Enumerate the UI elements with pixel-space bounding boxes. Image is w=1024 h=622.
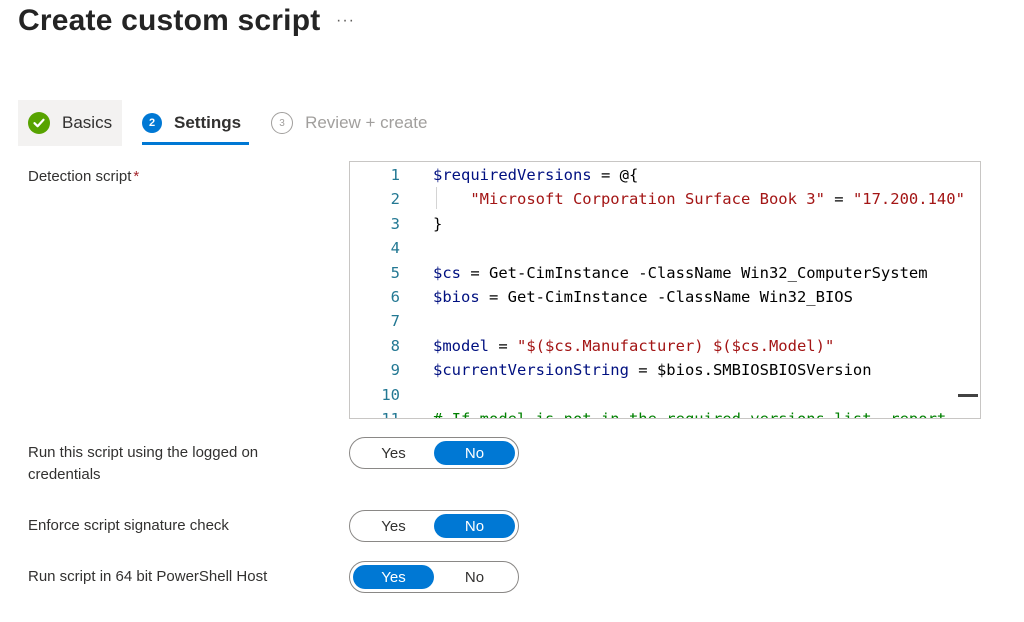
line-number: 9	[390, 361, 400, 380]
page-title: Create custom script	[18, 4, 321, 37]
detection-script-label: Detection script*	[28, 166, 139, 188]
line-number: 11	[381, 410, 400, 419]
code-text: $cs = Get-CimInstance -ClassName Win32_C…	[433, 263, 928, 282]
more-options-button[interactable]: ···	[336, 12, 355, 29]
code-text: # If model is not in the required versio…	[433, 410, 947, 419]
code-line: 8 $model = "$($cs.Manufacturer) $($cs.Mod…	[350, 334, 980, 358]
toggle-no-option[interactable]: No	[464, 568, 485, 586]
scroll-indicator[interactable]	[958, 394, 978, 397]
step-number-badge: 2	[142, 113, 162, 133]
toggle-logged-on-credentials[interactable]: Yes No	[349, 437, 519, 469]
line-number: 8	[390, 336, 400, 355]
line-number: 3	[390, 214, 400, 233]
option-label-64bit-host: Run script in 64 bit PowerShell Host	[28, 568, 268, 585]
step-basics-label: Basics	[62, 113, 113, 132]
line-number: 4	[390, 239, 400, 258]
line-number: 10	[381, 385, 400, 404]
option-label-logged-on-credentials: Run this script using the logged on cred…	[28, 444, 259, 483]
step-basics[interactable]: Basics	[18, 100, 122, 146]
line-number: 5	[390, 263, 400, 282]
toggle-yes-option[interactable]: Yes	[381, 444, 406, 462]
line-number: 7	[390, 312, 400, 331]
code-line: 11 # If model is not in the required vers…	[350, 407, 980, 419]
step-settings[interactable]: 2 Settings	[134, 100, 250, 146]
script-editor[interactable]: 1 $requiredVersions = @{ 2 "Microsoft Corp…	[349, 161, 981, 419]
toggle-signature-check[interactable]: Yes No	[349, 510, 519, 542]
code-line: 4	[350, 236, 980, 260]
line-number: 2	[390, 190, 400, 209]
code-line: 9 $currentVersionString = $bios.SMBIOSBIO…	[350, 358, 980, 382]
code-line: 7	[350, 309, 980, 333]
required-indicator: *	[133, 168, 140, 185]
code-text: }	[433, 214, 443, 233]
code-line: 1 $requiredVersions = @{	[350, 163, 980, 187]
code-text: "Microsoft Corporation Surface Book 3" =…	[470, 190, 965, 209]
code-line: 5 $cs = Get-CimInstance -ClassName Win32_…	[350, 261, 980, 285]
option-label-signature-check: Enforce script signature check	[28, 517, 229, 534]
indent-guide	[436, 187, 437, 209]
code-text: $model = "$($cs.Manufacturer) $($cs.Mode…	[433, 336, 835, 355]
detection-script-label-text: Detection script	[28, 168, 132, 185]
code-line: 10	[350, 383, 980, 407]
code-text: $bios = Get-CimInstance -ClassName Win32…	[433, 288, 853, 306]
toggle-64bit-host[interactable]: Yes No	[349, 561, 519, 593]
toggle-no-option[interactable]: No	[434, 441, 515, 465]
line-number: 6	[390, 288, 400, 306]
toggle-no-option[interactable]: No	[434, 514, 515, 538]
step-number-badge: 3	[271, 112, 294, 134]
step-settings-label: Settings	[174, 113, 242, 132]
line-number: 1	[390, 166, 400, 184]
step-review-create[interactable]: 3 Review + create	[263, 100, 435, 146]
code-line: 2 "Microsoft Corporation Surface Book 3"…	[350, 187, 980, 211]
toggle-yes-option[interactable]: Yes	[381, 517, 406, 535]
code-text: $currentVersionString = $bios.SMBIOSBIOS…	[433, 361, 872, 380]
code-text: $requiredVersions = @{	[433, 166, 639, 184]
toggle-yes-option[interactable]: Yes	[353, 565, 434, 589]
checkmark-icon	[28, 112, 50, 134]
code-line: 3}	[350, 212, 980, 236]
code-line: 6 $bios = Get-CimInstance -ClassName Win3…	[350, 285, 980, 309]
step-review-label: Review + create	[305, 113, 428, 132]
wizard-steps: Basics 2 Settings 3 Review + create	[18, 100, 435, 146]
